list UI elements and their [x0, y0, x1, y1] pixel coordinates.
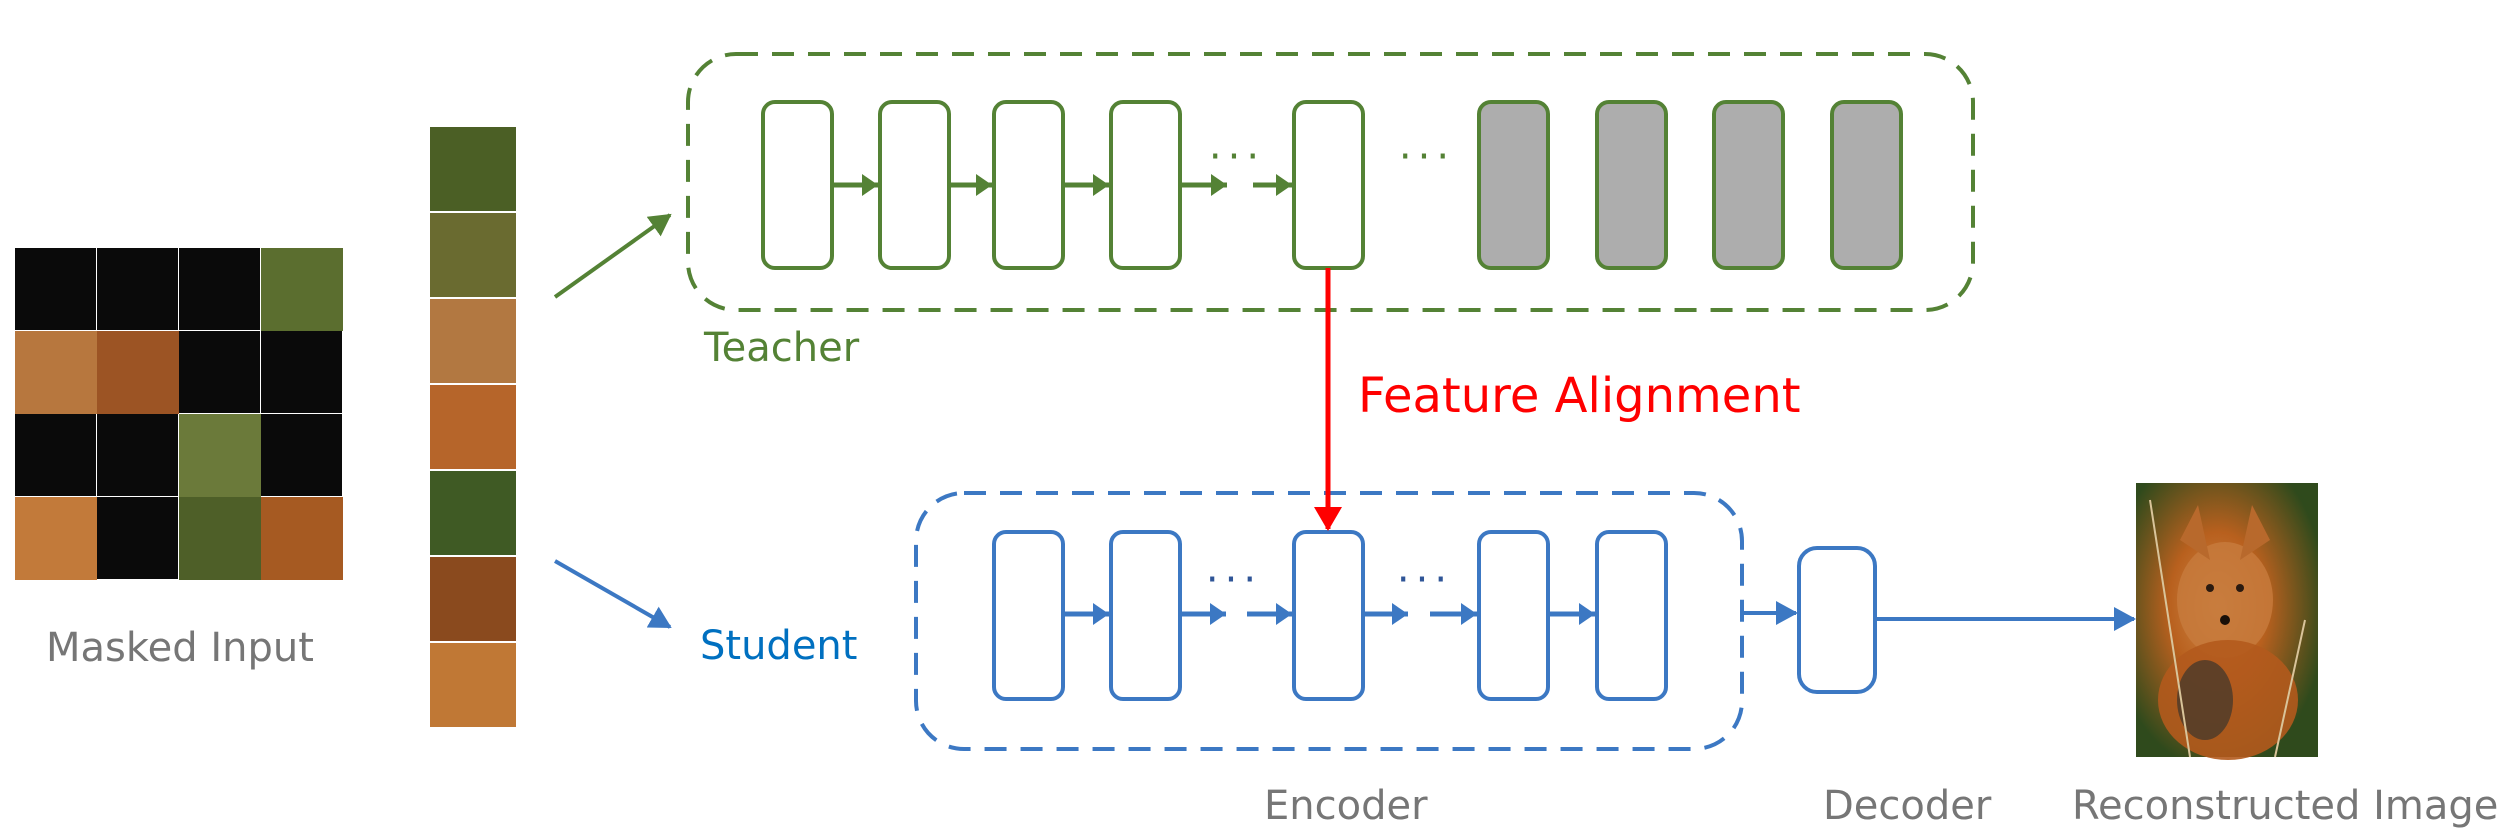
patch-token [430, 213, 516, 297]
visible-patch [179, 414, 261, 497]
masked-patch [97, 414, 178, 496]
reconstructed-image [2136, 483, 2318, 760]
arrow-head [1392, 603, 1408, 625]
decoder-label: Decoder [1823, 783, 1992, 829]
patch-token [430, 299, 516, 383]
decoder-block [1797, 546, 1877, 694]
teacher-block [878, 100, 951, 270]
visible-patch [179, 497, 261, 580]
masked-patch [261, 414, 342, 496]
student-block [1595, 530, 1668, 701]
student-input-arrow [554, 559, 672, 629]
patch-token [430, 127, 516, 211]
student-label: Student [700, 623, 858, 669]
encoder-label: Encoder [1264, 783, 1428, 829]
patch-token [430, 385, 516, 469]
arrow-head [976, 174, 992, 196]
masked-input-label: Masked Input [46, 625, 314, 671]
teacher-aligned-block [1292, 100, 1365, 270]
patch-token [430, 643, 516, 727]
visible-patch [15, 497, 97, 580]
teacher-block [992, 100, 1065, 270]
teacher-label: Teacher [704, 325, 860, 371]
student-block [992, 530, 1065, 701]
teacher-frozen-block [1595, 100, 1668, 270]
student-block [1109, 530, 1182, 701]
ellipsis: ··· [1397, 557, 1453, 603]
arrow-head [1461, 603, 1477, 625]
arrow-head [1579, 603, 1595, 625]
masked-patch [261, 331, 342, 413]
teacher-frozen-block [1477, 100, 1550, 270]
patch-sequence [430, 127, 516, 727]
masked-patch [179, 331, 260, 413]
reconstructed-image-label: Reconstructed Image [2072, 783, 2499, 829]
masked-patch [97, 248, 178, 330]
masked-patch [179, 248, 260, 330]
arrow-head [1093, 174, 1109, 196]
visible-patch [15, 331, 97, 414]
masked-input-image [15, 248, 343, 580]
teacher-frozen-block [1712, 100, 1785, 270]
arrow-head [862, 174, 878, 196]
teacher-blocks: ··· ··· [761, 100, 1903, 270]
student-blocks: ··· ··· [992, 530, 1668, 701]
visible-patch [261, 248, 343, 331]
teacher-block [1109, 100, 1182, 270]
masked-patch [15, 414, 96, 496]
masked-patch [15, 248, 96, 330]
ellipsis: ··· [1399, 134, 1455, 180]
patch-token [430, 557, 516, 641]
student-aligned-block [1292, 530, 1365, 701]
feature-alignment-label: Feature Alignment [1358, 368, 1801, 424]
student-block [1477, 530, 1550, 701]
arrow-head [1093, 603, 1109, 625]
ellipsis: ··· [1209, 134, 1265, 180]
teacher-block [761, 100, 834, 270]
arrow-head [1276, 174, 1292, 196]
masked-patch [97, 497, 178, 579]
teacher-input-arrow [553, 213, 672, 299]
visible-patch [97, 331, 179, 414]
ellipsis: ··· [1206, 557, 1262, 603]
arrow-head [1210, 603, 1226, 625]
visible-patch [261, 497, 343, 580]
patch-token [430, 471, 516, 555]
teacher-frozen-block [1830, 100, 1903, 270]
arrow-head [1211, 174, 1227, 196]
arrow-head [1276, 603, 1292, 625]
